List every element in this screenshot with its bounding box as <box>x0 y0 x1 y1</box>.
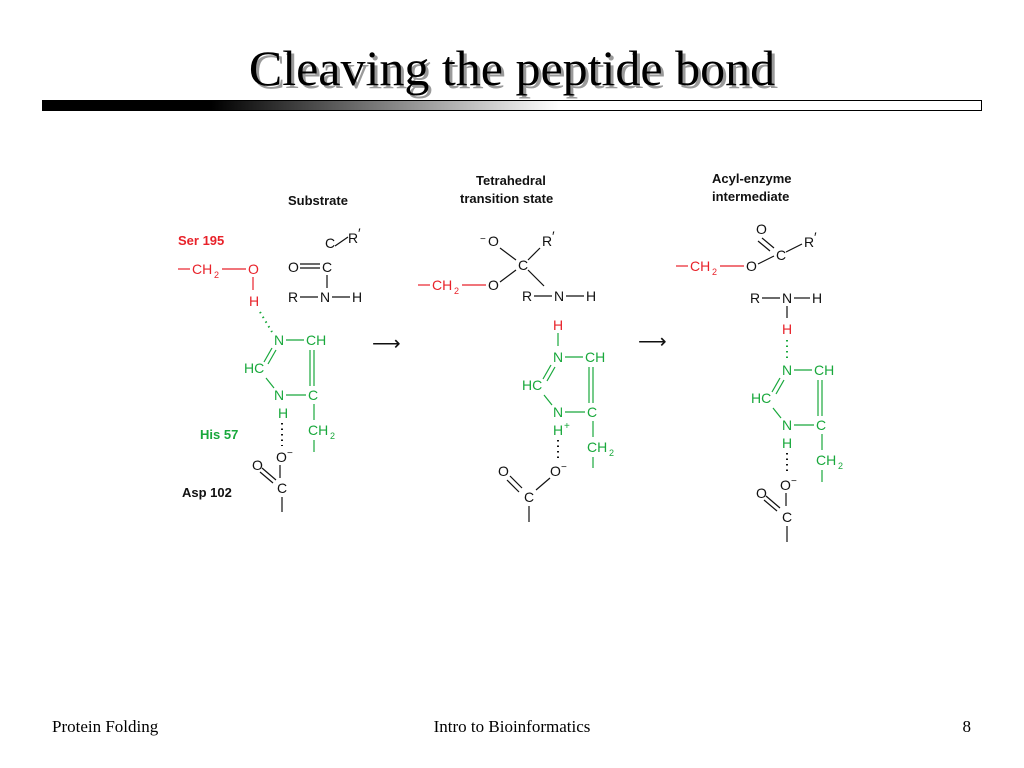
ser-oxygen: O <box>248 261 259 277</box>
slide-title: Cleaving the peptide bond <box>248 40 776 96</box>
svg-text:O: O <box>756 485 767 501</box>
acyl-heading-line2: intermediate <box>712 189 789 204</box>
svg-text:R: R <box>348 230 358 246</box>
svg-text:CH: CH <box>690 258 710 274</box>
footer-course-title: Protein Folding <box>52 717 159 736</box>
svg-text:O: O <box>746 258 757 274</box>
svg-text:′: ′ <box>552 228 555 244</box>
svg-text:R: R <box>288 289 298 305</box>
svg-text:CH: CH <box>814 362 834 378</box>
svg-text:O: O <box>288 259 299 275</box>
ser-hydrogen: H <box>249 293 259 309</box>
svg-text:N: N <box>554 288 564 304</box>
svg-text:H: H <box>782 435 792 451</box>
reaction-arrow-1: ⟶ <box>372 333 401 355</box>
page-number: 8 <box>962 717 972 736</box>
svg-text:2: 2 <box>214 270 219 280</box>
svg-text:C: C <box>277 480 287 496</box>
footer-course-name: Intro to Bioinformatics <box>433 717 591 736</box>
svg-text:HC: HC <box>522 377 542 393</box>
panel-substrate: Substrate Ser 195 CH 2 O H C R ′ O C R <box>178 193 362 512</box>
ser-ch2: CH <box>192 261 212 277</box>
reaction-arrow-2: ⟶ <box>638 331 667 353</box>
peptide-cleavage-figure: Substrate Ser 195 CH 2 O H C R ′ O C R <box>178 171 843 542</box>
svg-text:2: 2 <box>609 448 614 458</box>
svg-text:N: N <box>274 332 284 348</box>
svg-text:2: 2 <box>330 431 335 441</box>
svg-text:′: ′ <box>814 229 817 245</box>
svg-text:C: C <box>308 387 318 403</box>
svg-text:−: − <box>480 234 486 245</box>
svg-text:′: ′ <box>358 225 361 241</box>
svg-text:O: O <box>488 233 499 249</box>
svg-text:N: N <box>782 417 792 433</box>
svg-text:H: H <box>812 290 822 306</box>
svg-text:CH: CH <box>306 332 326 348</box>
svg-text:H: H <box>586 288 596 304</box>
svg-text:N: N <box>782 362 792 378</box>
svg-text:C: C <box>325 235 335 251</box>
svg-text:CH: CH <box>432 277 452 293</box>
acyl-heading-line1: Acyl-enzyme <box>712 171 791 186</box>
svg-text:−: − <box>561 462 567 473</box>
ser-label: Ser 195 <box>178 233 224 248</box>
svg-text:−: − <box>791 476 797 487</box>
svg-text:R: R <box>542 233 552 249</box>
svg-text:N: N <box>320 289 330 305</box>
panel-acyl: Acyl-enzyme intermediate O C R ′ CH 2 O … <box>676 171 843 542</box>
svg-text:N: N <box>553 404 563 420</box>
svg-text:C: C <box>524 489 534 505</box>
transition-heading-line1: Tetrahedral <box>476 173 546 188</box>
svg-text:O: O <box>550 463 561 479</box>
svg-text:2: 2 <box>454 286 459 296</box>
svg-text:N: N <box>782 290 792 306</box>
svg-text:C: C <box>816 417 826 433</box>
svg-text:C: C <box>322 259 332 275</box>
svg-text:+: + <box>564 421 570 432</box>
svg-text:O: O <box>488 277 499 293</box>
transition-heading-line2: transition state <box>460 191 553 206</box>
svg-text:C: C <box>518 257 528 273</box>
svg-text:−: − <box>287 448 293 459</box>
svg-text:O: O <box>756 221 767 237</box>
svg-text:2: 2 <box>712 267 717 277</box>
svg-text:H: H <box>278 405 288 421</box>
svg-text:HC: HC <box>751 390 771 406</box>
svg-text:R: R <box>750 290 760 306</box>
his-label: His 57 <box>200 427 238 442</box>
svg-text:CH: CH <box>587 439 607 455</box>
svg-text:O: O <box>252 457 263 473</box>
panel-transition: Tetrahedral transition state − O R ′ C C… <box>418 173 614 522</box>
asp-label: Asp 102 <box>182 485 232 500</box>
svg-text:CH: CH <box>585 349 605 365</box>
svg-text:H: H <box>782 321 792 337</box>
svg-text:O: O <box>498 463 509 479</box>
title-divider <box>42 100 982 111</box>
svg-text:H: H <box>352 289 362 305</box>
svg-text:CH: CH <box>816 452 836 468</box>
svg-text:H: H <box>553 422 563 438</box>
svg-text:HC: HC <box>244 360 264 376</box>
svg-text:CH: CH <box>308 422 328 438</box>
svg-text:N: N <box>553 349 563 365</box>
svg-text:H: H <box>553 317 563 333</box>
svg-text:C: C <box>782 509 792 525</box>
svg-text:R: R <box>522 288 532 304</box>
svg-text:R: R <box>804 234 814 250</box>
svg-text:2: 2 <box>838 461 843 471</box>
svg-text:O: O <box>780 477 791 493</box>
svg-text:O: O <box>276 449 287 465</box>
svg-text:C: C <box>776 247 786 263</box>
svg-text:C: C <box>587 404 597 420</box>
substrate-heading: Substrate <box>288 193 348 208</box>
svg-text:N: N <box>274 387 284 403</box>
